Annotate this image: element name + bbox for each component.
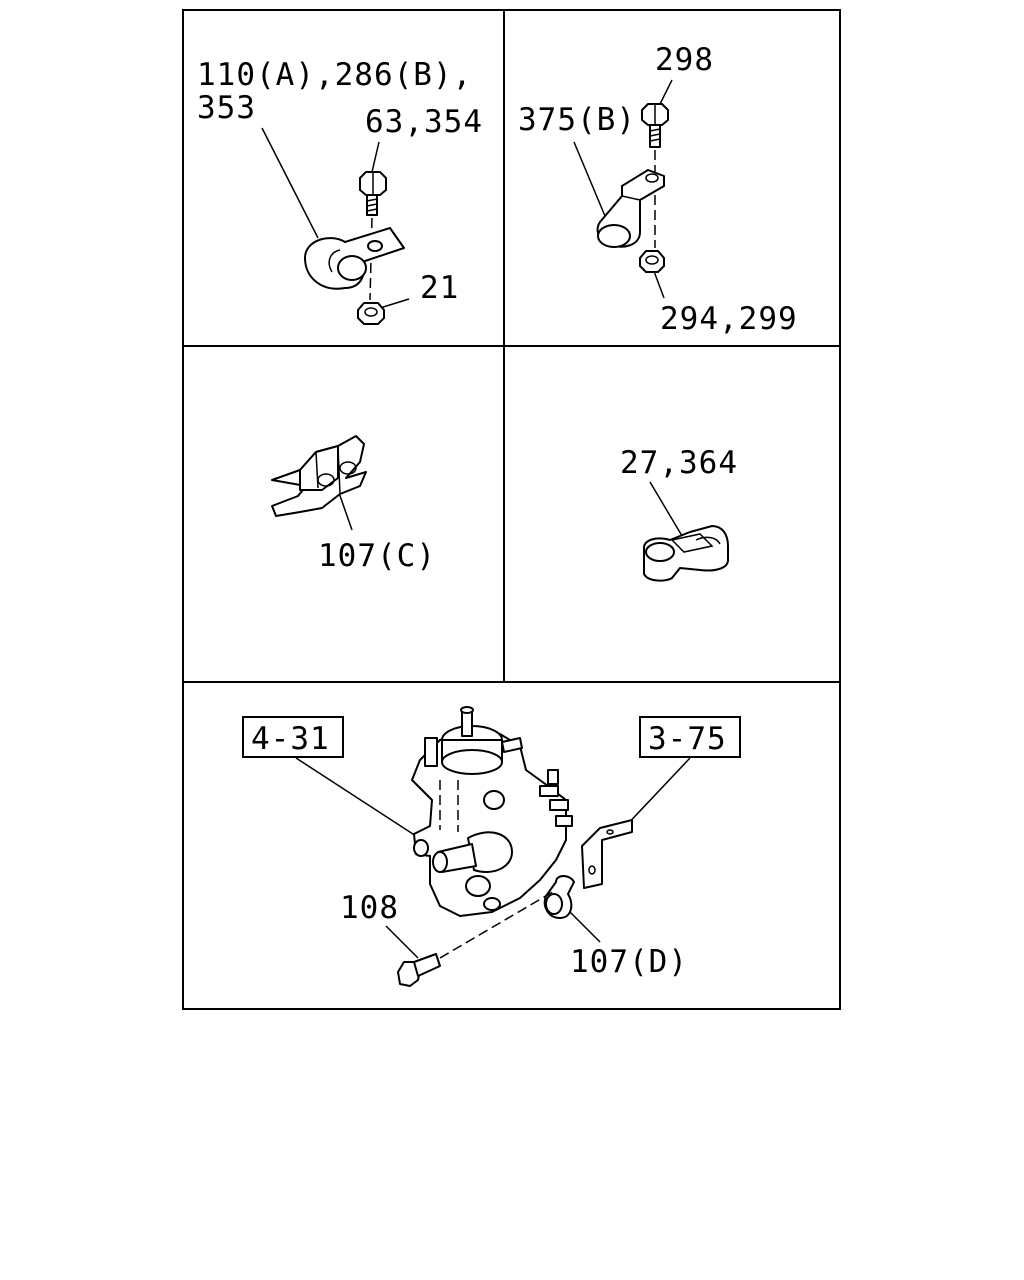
callout-clip-part-number: 107(D): [570, 944, 688, 980]
callout-clip-part-number: 107(C): [318, 538, 436, 574]
callout-clip-part-numbers: 110(A),286(B),: [197, 57, 472, 93]
injection-pump-icon: [411, 706, 573, 917]
callout-bolt-part-numbers: 63,354: [365, 104, 483, 140]
callout-nut-part-number: 21: [420, 270, 459, 306]
p-clamp-icon: [304, 227, 405, 290]
nut-icon: [639, 250, 665, 273]
panel-middle-left: 107(C): [271, 435, 436, 574]
panel-bottom: 4-31 3-75 108 107(D): [242, 706, 741, 987]
callout-clip-part-number-353: 353: [197, 90, 256, 126]
reference-bracket-label: 3-75: [648, 721, 727, 757]
reference-pump-label: 4-31: [251, 721, 330, 757]
callout-clip-part-number: 375(B): [518, 102, 636, 138]
callout-nut-part-numbers: 294,299: [660, 301, 798, 337]
panel-top-left: 110(A),286(B), 353 63,354 21: [197, 57, 483, 325]
panel-top-right: 298 375(B) 294,299: [518, 42, 798, 337]
callout-bolt-part-number: 108: [340, 890, 399, 926]
bracket-icon: [581, 819, 633, 889]
bracket-clip-icon: [596, 169, 665, 248]
reference-box-bracket[interactable]: 3-75: [639, 716, 741, 758]
bolt-icon: [641, 103, 669, 148]
panel-middle-right: 27,364: [620, 445, 738, 582]
callout-clip-part-numbers: 27,364: [620, 445, 738, 481]
cable-clip-icon: [643, 525, 729, 582]
nut-icon: [357, 302, 385, 325]
bolt-icon: [359, 171, 387, 216]
bolt-icon: [397, 953, 441, 987]
callout-bolt-part-number: 298: [655, 42, 714, 78]
clip-icon: [543, 875, 575, 919]
diagram-frame: [182, 9, 841, 1010]
reference-box-pump[interactable]: 4-31: [242, 716, 344, 758]
double-clip-icon: [271, 435, 367, 517]
